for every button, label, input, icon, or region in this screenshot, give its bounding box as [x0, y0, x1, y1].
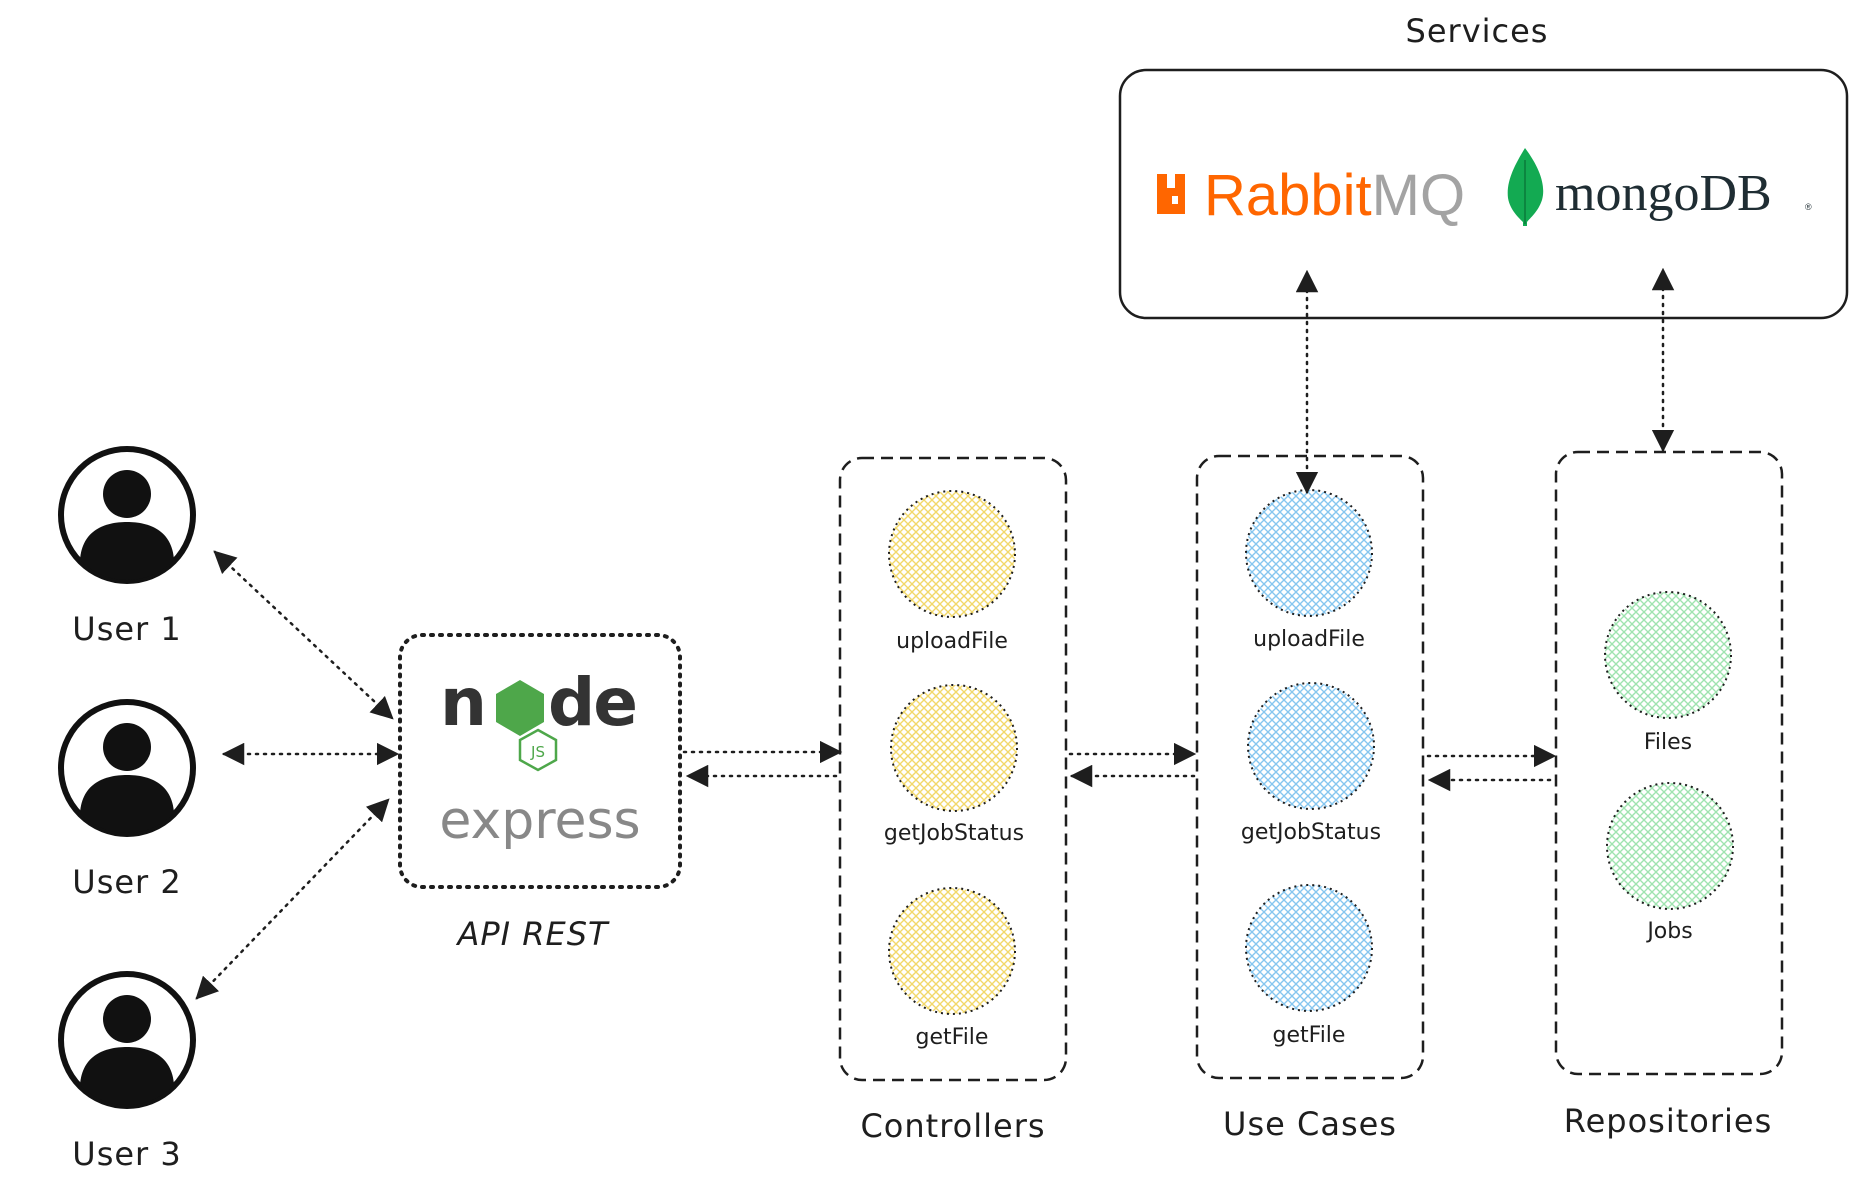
user-1-label: User 1: [72, 610, 181, 648]
controller-get-file-label: getFile: [916, 1025, 989, 1050]
user-1-icon: [58, 446, 196, 584]
nodejs-logo: n de JS: [440, 664, 638, 772]
js-hexagon-icon: [518, 728, 558, 772]
user-3-api-arrow: [195, 798, 390, 1000]
services-box: [1118, 68, 1849, 320]
repositories-group: [1554, 450, 1784, 1076]
controllers-label: Controllers: [860, 1107, 1045, 1145]
user-3-icon: [58, 971, 196, 1109]
use-case-upload-file-label: uploadFile: [1253, 627, 1365, 652]
repositories-label: Repositories: [1564, 1102, 1772, 1140]
controller-get-job-status-label: getJobStatus: [884, 821, 1024, 846]
svg-text:®: ®: [1805, 202, 1812, 212]
services-title: Services: [1406, 12, 1549, 50]
svg-text:JS: JS: [530, 743, 545, 761]
node-hexagon-icon: [496, 680, 544, 736]
api-rest-box: [398, 633, 682, 889]
rabbitmq-icon: [1157, 174, 1185, 214]
repository-jobs-node: Jobs: [1606, 782, 1734, 944]
use-case-get-job-status-label: getJobStatus: [1241, 820, 1381, 845]
node-wordmark: n: [440, 664, 485, 741]
controllers-group: [838, 456, 1068, 1082]
use-cases-label: Use Cases: [1223, 1105, 1397, 1143]
rabbitmq-logo: RabbitMQ: [1157, 163, 1465, 228]
controller-upload-file-node: uploadFile: [888, 490, 1016, 654]
user-2-label: User 2: [72, 863, 181, 901]
repository-jobs-label: Jobs: [1645, 919, 1692, 944]
controller-upload-file-label: uploadFile: [896, 629, 1008, 654]
controller-get-file-node: getFile: [888, 887, 1016, 1050]
svg-text:de: de: [548, 664, 636, 741]
mongodb-wordmark: mongoDB: [1555, 165, 1772, 222]
mongodb-logo: mongoDB ®: [1507, 148, 1812, 226]
use-case-get-file-node: getFile: [1245, 884, 1373, 1048]
rabbitmq-wordmark: RabbitMQ: [1204, 163, 1465, 228]
repository-files-node: Files: [1604, 591, 1732, 755]
controller-get-job-status-node: getJobStatus: [884, 684, 1024, 846]
repository-files-label: Files: [1644, 730, 1692, 755]
use-case-get-job-status-node: getJobStatus: [1241, 682, 1381, 845]
use-case-upload-file-node: uploadFile: [1245, 489, 1373, 652]
user-3-label: User 3: [72, 1135, 181, 1173]
api-rest-label: API REST: [455, 915, 610, 953]
use-cases-group: [1195, 454, 1425, 1080]
express-logo: express: [439, 791, 640, 851]
use-case-get-file-label: getFile: [1273, 1023, 1346, 1048]
user-1-api-arrow: [213, 550, 394, 720]
user-2-icon: [58, 699, 196, 837]
